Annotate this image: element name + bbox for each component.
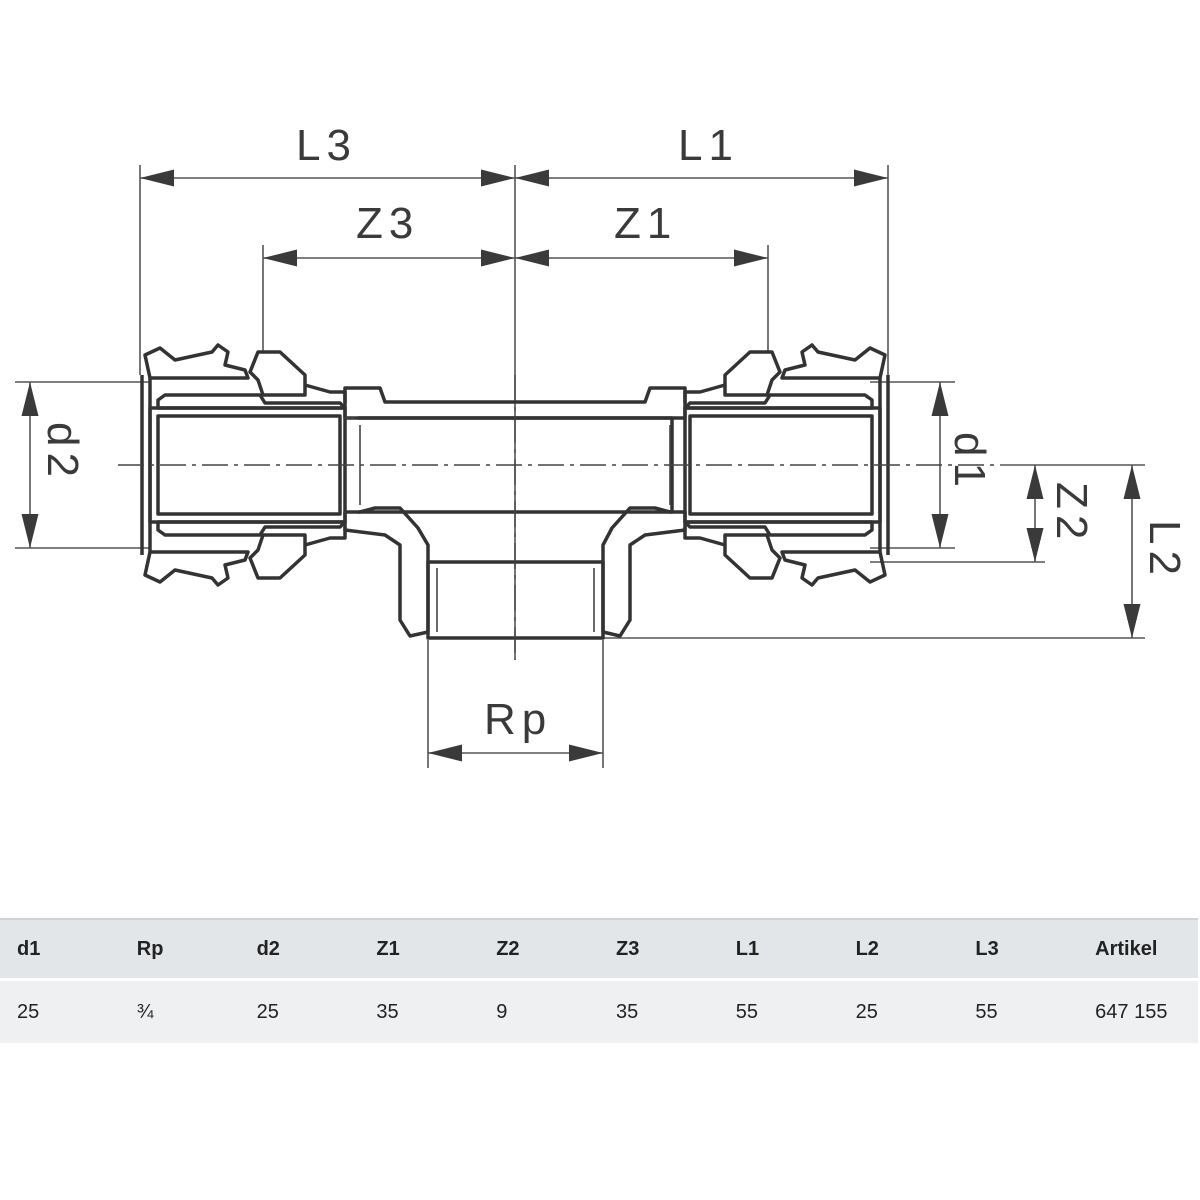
cell-z3: 35 bbox=[598, 979, 719, 1043]
cell-z1: 35 bbox=[359, 979, 480, 1043]
table-row: 25 ¾ 25 35 9 35 55 25 55 647 155 bbox=[0, 979, 1198, 1043]
dim-label-L1: L1 bbox=[678, 121, 739, 170]
col-header-d2: d2 bbox=[239, 918, 360, 981]
cell-d2: 25 bbox=[239, 979, 360, 1043]
dim-label-d2: d2 bbox=[38, 422, 87, 483]
col-header-z1: Z1 bbox=[359, 918, 480, 981]
dim-label-d1: d1 bbox=[945, 432, 994, 493]
dim-label-Z2: Z2 bbox=[1047, 482, 1096, 545]
col-header-l3: L3 bbox=[958, 918, 1079, 981]
dim-label-L3: L3 bbox=[296, 121, 357, 170]
dimension-table: d1 Rp d2 Z1 Z2 Z3 L1 L2 L3 Artikel 25 ¾ … bbox=[0, 918, 1198, 1043]
col-header-z3: Z3 bbox=[598, 918, 719, 981]
cell-l2: 25 bbox=[838, 979, 959, 1043]
col-header-d1: d1 bbox=[0, 918, 120, 981]
dimension-lines bbox=[15, 165, 1145, 768]
cell-d1: 25 bbox=[0, 979, 120, 1043]
dim-label-Rp: Rp bbox=[484, 695, 552, 744]
left-coupling bbox=[140, 343, 355, 587]
col-header-l1: L1 bbox=[718, 918, 839, 981]
cell-z2: 9 bbox=[479, 979, 599, 1043]
dim-label-Z3: Z3 bbox=[356, 199, 419, 248]
cell-l3: 55 bbox=[958, 979, 1079, 1043]
cell-l1: 55 bbox=[718, 979, 839, 1043]
cell-rp: ¾ bbox=[119, 979, 240, 1043]
col-header-artikel: Artikel bbox=[1078, 918, 1198, 981]
dim-label-L2: L2 bbox=[1140, 520, 1189, 581]
col-header-l2: L2 bbox=[838, 918, 959, 981]
col-header-z2: Z2 bbox=[479, 918, 599, 981]
cell-artikel: 647 155 bbox=[1078, 979, 1198, 1043]
table-header-row: d1 Rp d2 Z1 Z2 Z3 L1 L2 L3 Artikel bbox=[0, 918, 1198, 981]
col-header-rp: Rp bbox=[119, 918, 240, 981]
dim-label-Z1: Z1 bbox=[614, 199, 677, 248]
tee-fitting-drawing: L3 L1 Z3 Z1 Rp d2 d1 Z2 L2 bbox=[15, 121, 1189, 768]
